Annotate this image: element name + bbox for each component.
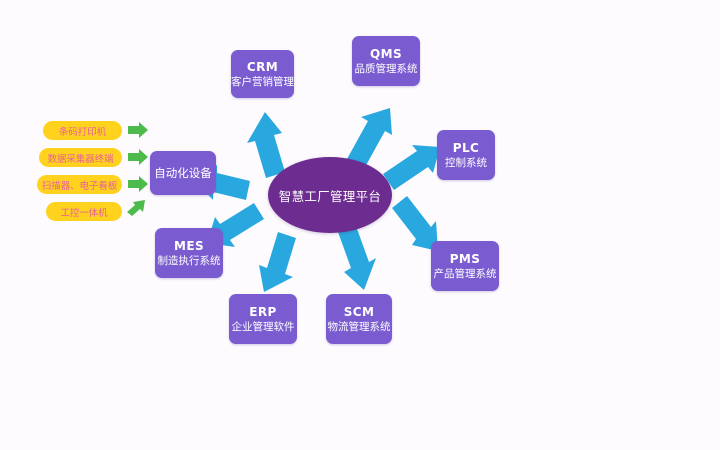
green-arrow-1 [128,122,148,138]
module-mes-code: MES [174,238,204,253]
central-hub[interactable]: 智慧工厂管理平台 [268,157,392,233]
green-arrow-3 [128,176,148,192]
module-qms[interactable]: QMS 品质管理系统 [352,36,420,86]
module-plc[interactable]: PLC 控制系统 [437,130,495,180]
blue-arrow-to-scm [338,226,376,290]
device-industrial-pc-label: 工控一体机 [60,207,108,219]
green-arrow-4 [127,200,145,216]
module-scm[interactable]: SCM 物流管理系统 [326,294,392,344]
module-automation-equipment-desc: 自动化设备 [154,165,212,180]
device-scanner-kanban-label: 扫描器、电子看板 [41,180,118,192]
module-crm[interactable]: CRM 客户营销管理 [231,50,294,98]
module-pms-desc: 产品管理系统 [433,267,497,280]
module-qms-code: QMS [370,46,402,61]
module-automation-equipment[interactable]: 自动化设备 [150,151,216,195]
module-crm-code: CRM [246,59,279,74]
device-data-collector-terminal-label: 数据采集器终端 [47,153,114,165]
device-barcode-printer[interactable]: 条码打印机 [43,121,122,140]
blue-arrow-to-plc [383,145,440,190]
module-mes-desc: 制造执行系统 [157,254,221,267]
module-mes[interactable]: MES 制造执行系统 [155,228,223,278]
module-erp-code: ERP [249,304,277,319]
module-erp[interactable]: ERP 企业管理软件 [229,294,297,344]
device-data-collector-terminal[interactable]: 数据采集器终端 [39,148,122,167]
module-pms[interactable]: PMS 产品管理系统 [431,241,499,291]
device-scanner-kanban[interactable]: 扫描器、电子看板 [37,175,122,194]
module-plc-code: PLC [452,140,480,155]
device-industrial-pc[interactable]: 工控一体机 [46,202,122,221]
module-scm-desc: 物流管理系统 [327,320,391,333]
device-barcode-printer-label: 条码打印机 [58,126,106,138]
blue-arrow-to-pms [392,196,438,251]
green-arrow-2 [128,149,148,165]
module-plc-desc: 控制系统 [445,156,487,169]
module-crm-desc: 客户营销管理 [231,75,294,88]
blue-arrow-to-crm [247,112,285,178]
module-pms-code: PMS [449,251,481,266]
module-scm-code: SCM [343,304,375,319]
module-qms-desc: 品质管理系统 [354,62,418,75]
blue-arrow-to-erp [259,232,296,292]
module-erp-desc: 企业管理软件 [231,320,295,333]
central-hub-label: 智慧工厂管理平台 [278,188,382,204]
